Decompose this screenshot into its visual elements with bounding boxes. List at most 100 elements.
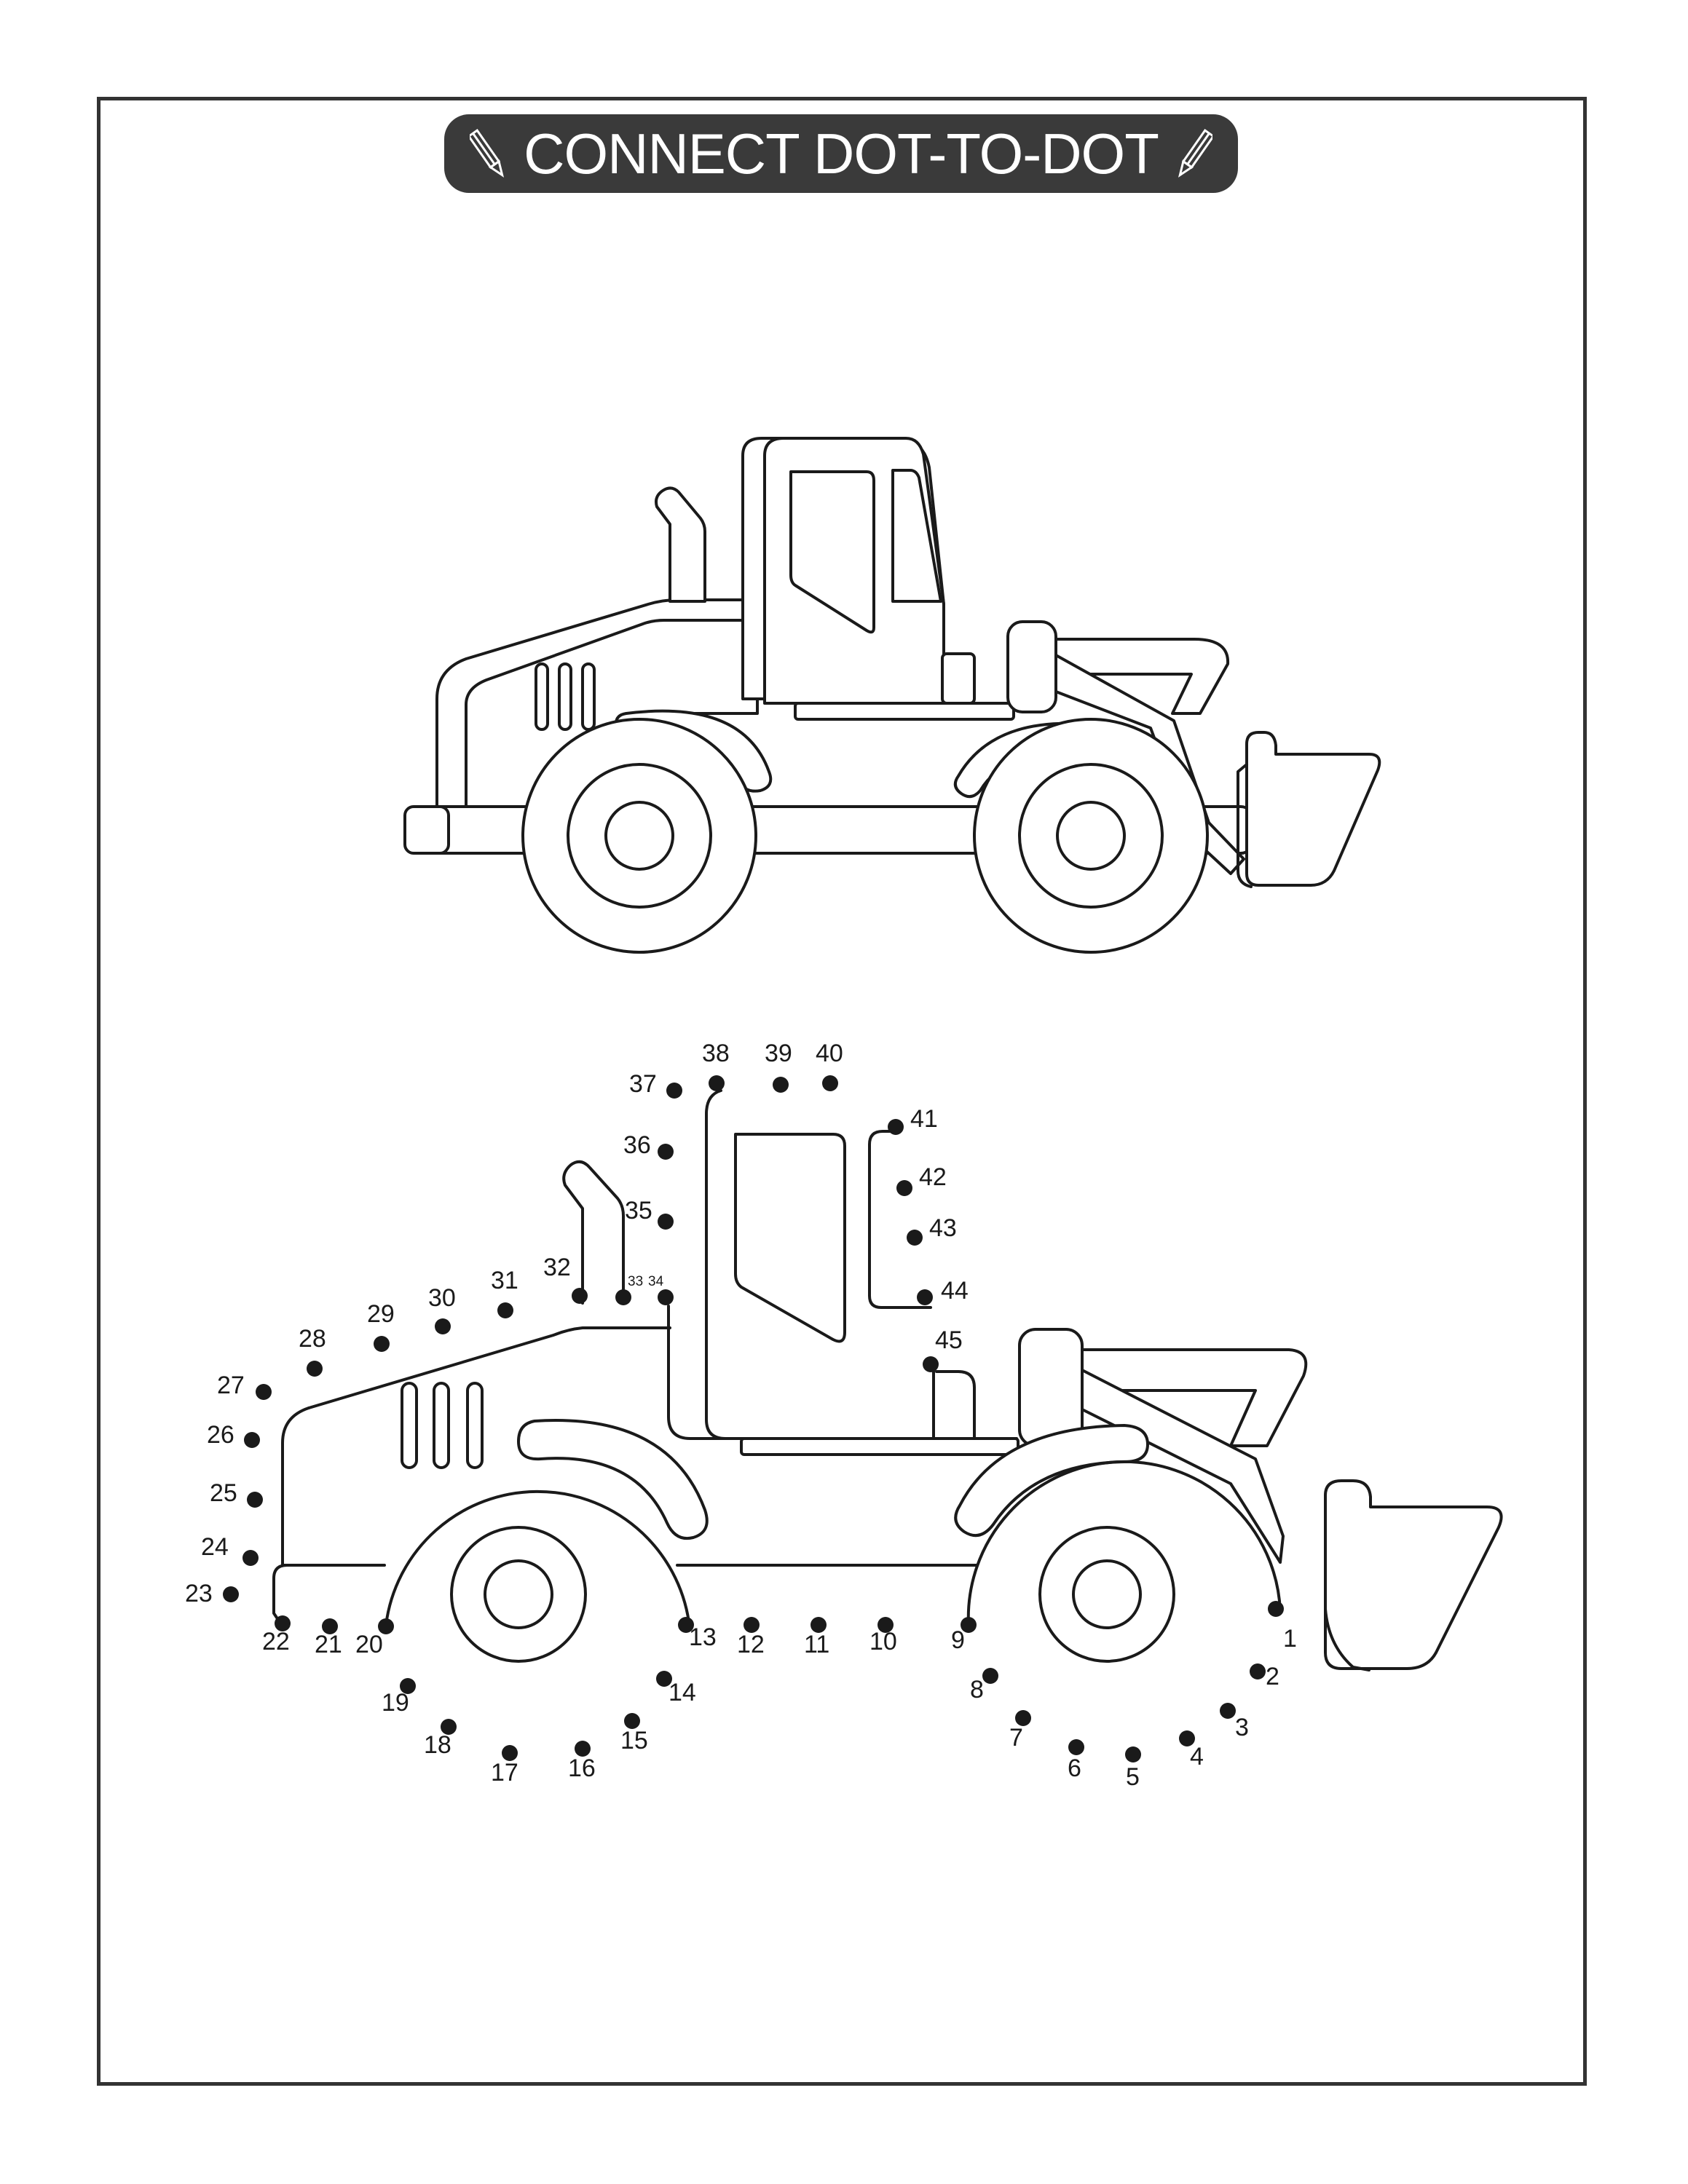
title-banner: CONNECT DOT-TO-DOT: [444, 114, 1238, 193]
dot-40: [822, 1075, 838, 1091]
page-title: CONNECT DOT-TO-DOT: [524, 121, 1159, 186]
loader-arm-lower: [1081, 1369, 1285, 1564]
dot-label-20: 20: [355, 1631, 383, 1658]
rear-wheel-hub: [604, 801, 674, 871]
dot-label-26: 26: [207, 1421, 234, 1449]
rear-wheel-hub: [484, 1559, 553, 1629]
bucket: [1245, 731, 1381, 887]
dot-label-22: 22: [262, 1628, 290, 1655]
dot-label-27: 27: [217, 1372, 245, 1399]
vent: [466, 1382, 484, 1469]
front-wheel-hub: [1056, 801, 1126, 871]
dot-23: [223, 1586, 239, 1602]
dot-2: [1250, 1663, 1266, 1679]
cab-seat-bracket: [932, 1370, 976, 1440]
dot-41: [888, 1119, 904, 1135]
dot-10: [877, 1617, 894, 1633]
dot-label-15: 15: [620, 1727, 648, 1754]
dot-label-35: 35: [625, 1197, 652, 1224]
cab-base: [794, 702, 1015, 721]
dot-label-18: 18: [424, 1731, 451, 1759]
cab-window: [734, 1133, 846, 1343]
dot-42: [896, 1180, 912, 1196]
dot-30: [435, 1318, 451, 1334]
dot-label-32: 32: [543, 1254, 571, 1281]
pencil-icon: [1178, 129, 1212, 178]
dot-label-45: 45: [935, 1326, 963, 1354]
dot-25: [247, 1492, 263, 1508]
dot-label-33: 33: [628, 1274, 643, 1289]
cab-rear-post: [705, 1089, 1018, 1440]
dot-label-7: 7: [1009, 1724, 1023, 1752]
dot-label-23: 23: [185, 1580, 213, 1607]
dot-label-24: 24: [201, 1533, 229, 1561]
dot-label-6: 6: [1068, 1754, 1081, 1782]
dot-28: [307, 1361, 323, 1377]
dot-label-36: 36: [623, 1131, 651, 1159]
puzzle-outline: [272, 1089, 1503, 1671]
dot-29: [374, 1336, 390, 1352]
dot-1: [1268, 1601, 1284, 1617]
dot-36: [658, 1144, 674, 1160]
vent: [433, 1382, 450, 1469]
dot-35: [658, 1214, 674, 1230]
dot-label-14: 14: [669, 1679, 696, 1706]
dot-label-17: 17: [491, 1759, 518, 1787]
loader-arm: [1081, 1348, 1308, 1447]
dot-13: [678, 1617, 694, 1633]
cab-front-bracket: [868, 1130, 932, 1309]
front-wheel-arc: [966, 1460, 1282, 1626]
bucket-back: [1237, 763, 1253, 888]
dot-label-43: 43: [929, 1214, 957, 1242]
dot-6: [1068, 1739, 1084, 1755]
bucket: [1324, 1479, 1503, 1670]
cab-step: [941, 652, 976, 705]
vent: [535, 662, 549, 731]
dot-32: [572, 1288, 588, 1304]
dot-label-8: 8: [970, 1676, 984, 1704]
rear-wheel-arc: [384, 1489, 690, 1626]
dot-39: [773, 1077, 789, 1093]
dot-label-11: 11: [804, 1631, 829, 1658]
vent: [558, 662, 572, 731]
cab-window-front: [891, 469, 942, 603]
dot-label-31: 31: [491, 1267, 518, 1294]
dot-label-39: 39: [765, 1040, 792, 1067]
dot-43: [907, 1230, 923, 1246]
dot-37: [666, 1083, 682, 1099]
rear-bumper: [403, 805, 450, 855]
dot-14: [656, 1671, 672, 1687]
hood-top-line: [307, 1326, 671, 1409]
dot-31: [497, 1302, 513, 1318]
dot-11: [811, 1617, 827, 1633]
dot-label-40: 40: [816, 1040, 843, 1067]
dot-8: [982, 1668, 998, 1684]
dot-34: [658, 1289, 674, 1305]
cab-outline: [667, 1305, 730, 1440]
dot-17: [502, 1745, 518, 1761]
dot-26: [244, 1432, 260, 1448]
hood-line: [465, 619, 759, 808]
dot-label-34: 34: [648, 1274, 664, 1289]
front-tower: [1018, 1328, 1084, 1447]
dot-label-30: 30: [428, 1284, 456, 1312]
dot-5: [1125, 1746, 1141, 1762]
dot-label-41: 41: [910, 1105, 938, 1133]
dot-label-5: 5: [1126, 1763, 1140, 1791]
dot-44: [917, 1289, 933, 1305]
dot-9: [961, 1617, 977, 1633]
dot-label-38: 38: [702, 1040, 730, 1067]
hood-front-line: [281, 1406, 310, 1567]
pencil-icon: [470, 129, 505, 178]
dot-18: [441, 1719, 457, 1735]
dot-label-19: 19: [382, 1689, 409, 1717]
dot-label-25: 25: [210, 1479, 237, 1507]
dot-15: [624, 1713, 640, 1729]
dot-4: [1179, 1730, 1195, 1746]
dot-label-44: 44: [941, 1277, 969, 1305]
dot-24: [242, 1550, 259, 1566]
dot-38: [709, 1075, 725, 1091]
dot-3: [1220, 1703, 1236, 1719]
reference-loader-drawing: [403, 437, 1381, 954]
